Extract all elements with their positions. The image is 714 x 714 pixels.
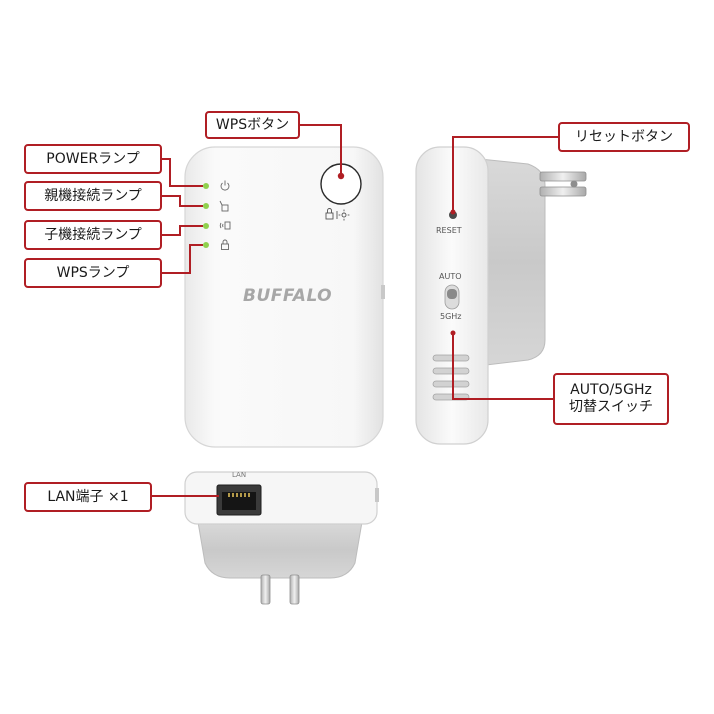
bottom-body: [184, 471, 378, 525]
child-lamp: [203, 223, 209, 229]
wps-lamp: [203, 242, 209, 248]
auto-switch-callout-line1: AUTO/5GHz: [570, 382, 652, 399]
auto-switch-callout: AUTO/5GHz 切替スイッチ: [553, 373, 669, 425]
reset-button-callout: リセットボタン: [558, 122, 690, 152]
switch-knob[interactable]: [447, 289, 457, 299]
lan-label: LAN: [232, 471, 247, 479]
parent-router-icon: [219, 200, 229, 212]
plug-prong-top: [539, 171, 587, 182]
bottom-back-housing: [197, 521, 363, 579]
bottom-prong-left: [260, 574, 271, 605]
wps-button-callout: WPSボタン: [205, 111, 300, 139]
wps-lamp-callout: WPSランプ: [24, 258, 162, 288]
brand-logo: BUFFALO: [243, 286, 333, 306]
auto-label: AUTO: [439, 272, 462, 281]
lock-sun-icon: [325, 208, 350, 221]
power-lamp-callout: POWERランプ: [24, 144, 162, 174]
child-lamp-callout: 子機接続ランプ: [24, 220, 162, 250]
reset-label: RESET: [436, 226, 462, 235]
wps-lamp-callout-text: WPSランプ: [56, 264, 130, 281]
parent-lamp-callout: 親機接続ランプ: [24, 181, 162, 211]
bottom-side-notch: [375, 488, 379, 502]
plug-prong-bottom: [539, 186, 587, 197]
child-lamp-callout-text: 子機接続ランプ: [44, 226, 142, 243]
lock-icon: [221, 239, 229, 250]
prong-hole: [570, 180, 578, 188]
power-lamp: [203, 183, 209, 189]
child-device-icon: [219, 221, 231, 230]
lan-port-socket: [222, 492, 256, 510]
bottom-view: [184, 471, 379, 605]
lan-port-pins: [228, 493, 250, 497]
ghz-label: 5GHz: [440, 312, 462, 321]
leader-dots: [338, 173, 456, 336]
side-view: [415, 146, 587, 445]
lan-port-callout-text: LAN端子 ×1: [47, 488, 129, 505]
auto-switch-callout-line2: 切替スイッチ: [569, 399, 653, 415]
power-lamp-callout-text: POWERランプ: [46, 150, 140, 167]
wps-button-callout-text: WPSボタン: [215, 116, 290, 133]
leader-lines: [151, 124, 559, 497]
power-icon: [220, 180, 230, 191]
side-vents: [432, 354, 470, 401]
lan-port-callout: LAN端子 ×1: [24, 482, 152, 512]
parent-lamp: [203, 203, 209, 209]
side-back-housing: [469, 157, 546, 367]
reset-button-callout-text: リセットボタン: [575, 128, 673, 145]
parent-lamp-callout-text: 親機接続ランプ: [44, 187, 142, 204]
front-view: [184, 146, 385, 448]
side-notch: [381, 285, 385, 299]
bottom-prong-right: [289, 574, 300, 605]
